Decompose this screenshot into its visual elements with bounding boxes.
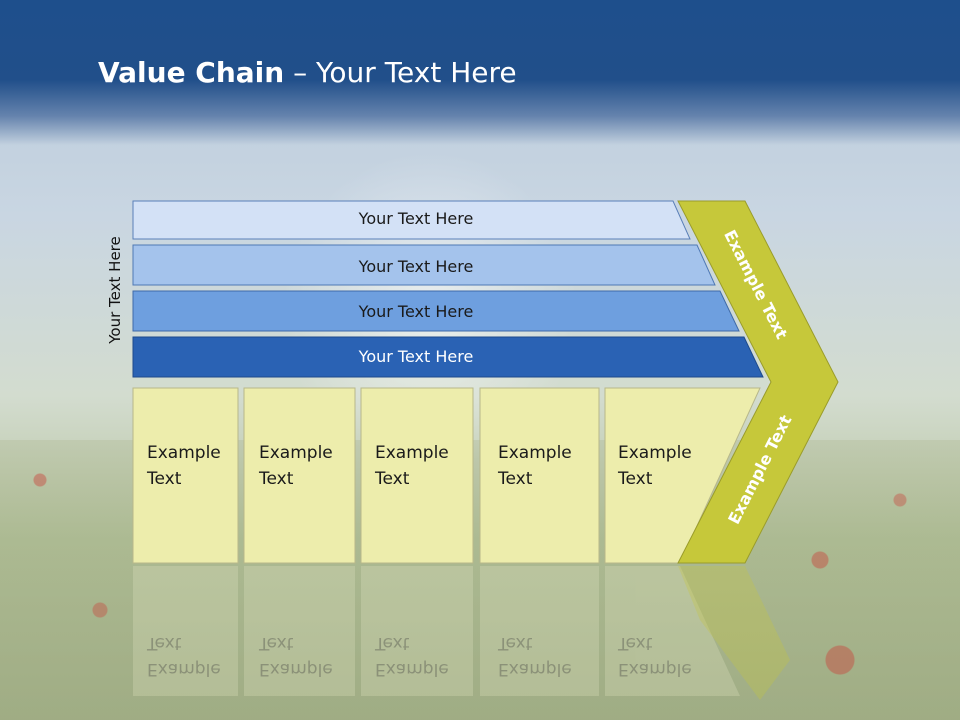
card-5-reflection — [605, 566, 740, 696]
card-reflections — [133, 566, 740, 696]
card-1-reflect-line2: Text — [147, 633, 182, 653]
bar-4-label: Your Text Here — [358, 347, 474, 366]
card-1-reflection — [133, 566, 238, 696]
card-2-reflection — [244, 566, 355, 696]
card-4-text-reflection: Example Text — [498, 630, 598, 682]
chevron-arrow — [677, 200, 839, 564]
card-3 — [360, 387, 474, 564]
card-3-line2: Text — [375, 469, 410, 489]
card-1-reflect-line1: Example — [147, 659, 221, 679]
bar-1 — [132, 200, 691, 240]
card-4-line1: Example — [498, 443, 572, 463]
card-2 — [243, 387, 356, 564]
card-5-line1: Example — [618, 443, 692, 463]
header-band: Value Chain – Your Text Here — [0, 0, 960, 145]
card-4-reflection — [480, 566, 599, 696]
card-1 — [132, 387, 239, 564]
card-1-line1: Example — [147, 443, 221, 463]
card-4-reflect-line2: Text — [498, 633, 533, 653]
slide-title: Value Chain – Your Text Here — [98, 56, 517, 89]
card-2-reflect-line1: Example — [259, 659, 333, 679]
card-5-line2: Text — [618, 469, 653, 489]
card-3-reflect-line1: Example — [375, 659, 449, 679]
card-5-reflect-line2: Text — [618, 633, 653, 653]
card-4-line2: Text — [498, 469, 533, 489]
card-2-reflect-line2: Text — [259, 633, 294, 653]
card-4-reflect-line1: Example — [498, 659, 572, 679]
card-3-reflect-line2: Text — [375, 633, 410, 653]
card-1-line2: Text — [147, 469, 182, 489]
card-2-text-reflection: Example Text — [259, 630, 359, 682]
bar-1-label: Your Text Here — [358, 209, 474, 228]
title-bold: Value Chain — [98, 56, 285, 89]
bar-2 — [132, 244, 716, 286]
chevron-reflection — [678, 566, 790, 700]
card-3-reflection — [361, 566, 473, 696]
card-5-text-reflection: Example Text — [618, 630, 718, 682]
card-5-reflect-line1: Example — [618, 659, 692, 679]
card-2-line1: Example — [259, 443, 333, 463]
title-rest: – Your Text Here — [284, 56, 517, 89]
bar-4 — [132, 336, 764, 378]
card-2-line2: Text — [259, 469, 294, 489]
card-3-line1: Example — [375, 443, 449, 463]
bar-3 — [132, 290, 740, 332]
bar-2-label: Your Text Here — [358, 257, 474, 276]
card-4 — [479, 387, 600, 564]
card-3-text-reflection: Example Text — [375, 630, 475, 682]
bar-3-label: Your Text Here — [358, 302, 474, 321]
card-1-text-reflection: Example Text — [147, 630, 247, 682]
